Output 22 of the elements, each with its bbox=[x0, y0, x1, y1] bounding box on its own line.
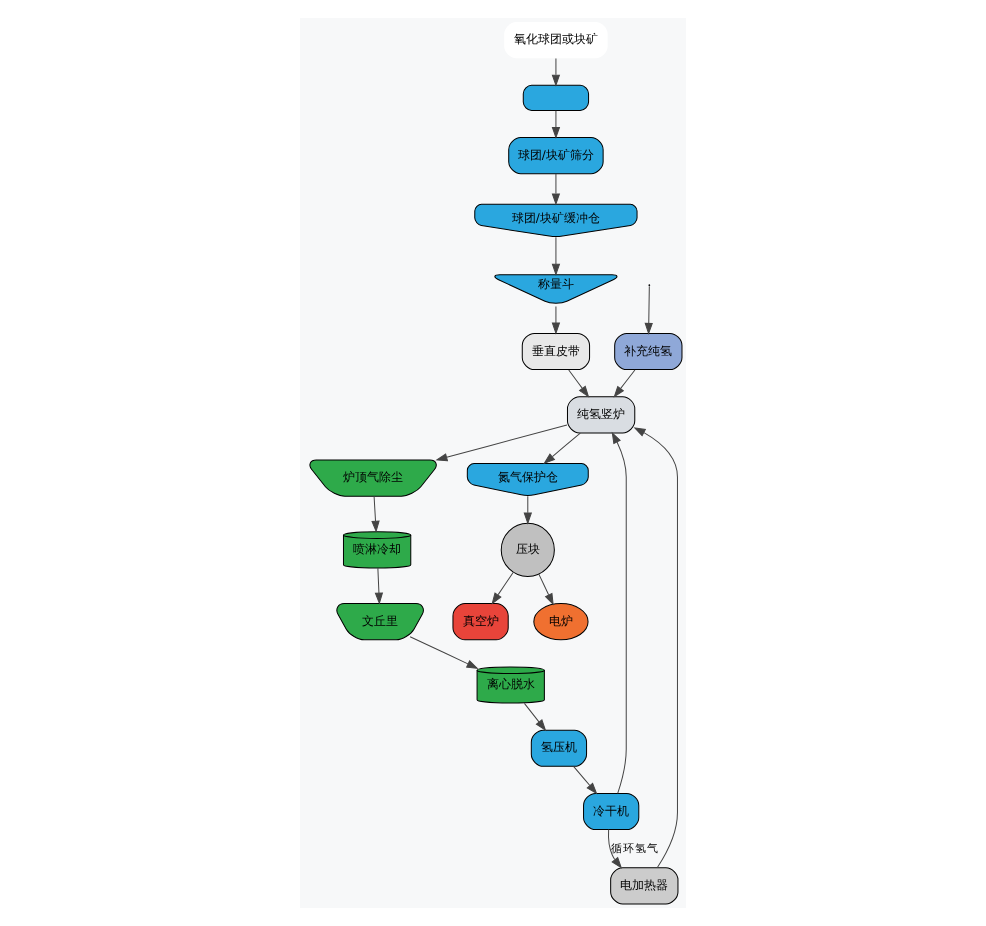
arrow bbox=[538, 573, 554, 605]
arrow bbox=[568, 369, 589, 398]
arrow bbox=[543, 432, 581, 464]
arrow bbox=[608, 829, 622, 869]
arrow bbox=[551, 110, 560, 139]
arrow bbox=[551, 58, 560, 86]
arrow bbox=[551, 173, 560, 205]
arrow bbox=[551, 306, 560, 334]
arrow bbox=[634, 427, 678, 869]
arrow bbox=[523, 495, 532, 524]
arrow bbox=[613, 369, 636, 398]
arrow bbox=[436, 424, 568, 462]
arrow bbox=[611, 432, 627, 794]
arrow bbox=[573, 766, 597, 794]
arrow bbox=[523, 702, 546, 731]
arrow bbox=[644, 285, 653, 334]
node-box bbox=[522, 84, 590, 111]
arrow bbox=[491, 572, 514, 604]
arrow bbox=[374, 567, 383, 604]
arrow bbox=[551, 236, 560, 275]
arrow bbox=[409, 636, 478, 669]
arrow bbox=[371, 495, 380, 532]
